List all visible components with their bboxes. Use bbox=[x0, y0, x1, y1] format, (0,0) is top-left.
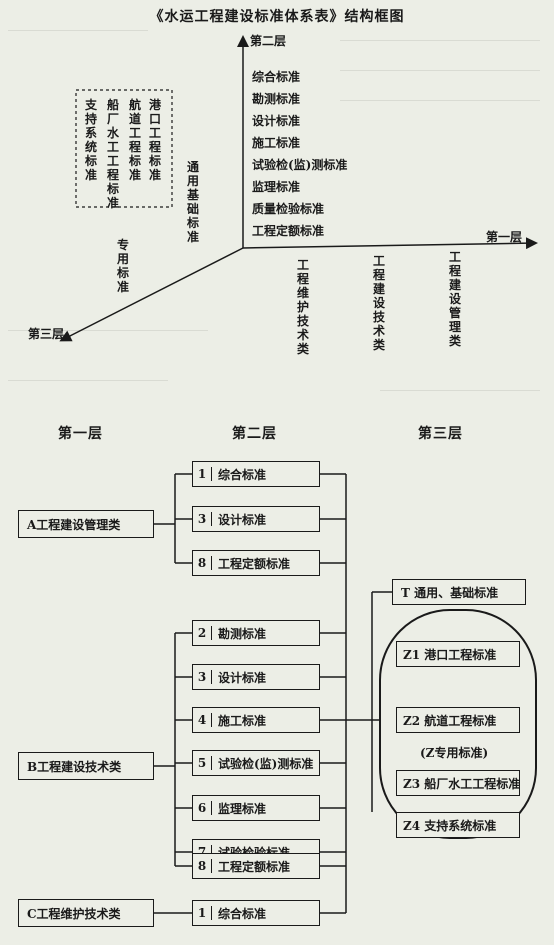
layer3-item: 专用标准 bbox=[116, 238, 129, 294]
box-number: 7 bbox=[193, 845, 212, 859]
layer2-list: 综合标准 勘测标准 设计标准 施工标准 试验检(监)测标准 监理标准 质量检验标… bbox=[252, 66, 347, 242]
col-header-layer1: 第一层 bbox=[58, 426, 103, 442]
z-box: Z2 航道工程标准 bbox=[396, 707, 520, 733]
z-box: Z1 港口工程标准 bbox=[396, 641, 520, 667]
layer2-box: 3 设计标准 bbox=[192, 506, 320, 532]
box-label: 监理标准 bbox=[218, 801, 267, 816]
dashed-box bbox=[75, 89, 173, 208]
z-oval bbox=[379, 609, 537, 839]
layer2-item: 勘测标准 bbox=[252, 92, 301, 106]
t-box: T 通用、基础标准 bbox=[392, 579, 526, 605]
box-label: 设计标准 bbox=[218, 512, 267, 527]
box-number: 3 bbox=[193, 670, 212, 684]
dashed-col: 航道工程标准 bbox=[128, 98, 141, 182]
group-c-box: C工程维护技术类 bbox=[18, 899, 154, 927]
group-c-label: C工程维护技术类 bbox=[27, 906, 121, 921]
layer2-box: 4 施工标准 bbox=[192, 707, 320, 733]
layer2-item: 综合标准 bbox=[252, 70, 301, 84]
z-box-label: Z2 航道工程标准 bbox=[403, 713, 497, 728]
box-label: 施工标准 bbox=[218, 713, 267, 728]
layer2-box: 1 综合标准 bbox=[192, 900, 320, 926]
box-number: 4 bbox=[193, 713, 212, 727]
z-box-label: Z4 支持系统标准 bbox=[403, 818, 497, 833]
z-box: Z4 支持系统标准 bbox=[396, 812, 520, 838]
t-box-label: T 通用、基础标准 bbox=[401, 585, 499, 600]
layer2-box: 1 综合标准 bbox=[192, 461, 320, 487]
box-label: 勘测标准 bbox=[218, 626, 267, 641]
layer2-box: 8 工程定额标准 bbox=[192, 853, 320, 879]
layer2-item: 监理标准 bbox=[252, 180, 301, 194]
box-number: 1 bbox=[193, 906, 212, 920]
box-label: 综合标准 bbox=[218, 467, 267, 482]
layer2-box: 3 设计标准 bbox=[192, 664, 320, 690]
group-b-box: B工程建设技术类 bbox=[18, 752, 154, 780]
group-a-label: A工程建设管理类 bbox=[27, 517, 121, 532]
box-number: 2 bbox=[193, 626, 212, 640]
layer2-box: 6 监理标准 bbox=[192, 795, 320, 821]
dashed-col: 船厂水工工程标准 bbox=[106, 98, 119, 210]
layer2-item: 质量检验标准 bbox=[252, 202, 325, 216]
box-label: 试验检(监)测标准 bbox=[218, 756, 314, 771]
col-header-layer2: 第二层 bbox=[232, 426, 277, 442]
group-a-box: A工程建设管理类 bbox=[18, 510, 154, 538]
layer1-item: 工程建设管理类 bbox=[448, 250, 461, 348]
axis-layer1-label: 第一层 bbox=[486, 230, 523, 244]
box-number: 5 bbox=[193, 756, 212, 770]
z-box-label: Z1 港口工程标准 bbox=[403, 647, 497, 662]
z-box-label: Z3 船厂水工工程标准 bbox=[403, 776, 521, 791]
upper-title: 《水运工程建设标准体系表》结构框图 bbox=[149, 9, 405, 25]
z-group-label: (Z专用标准) bbox=[420, 746, 489, 760]
layer2-item: 设计标准 bbox=[252, 114, 301, 128]
layer2-box: 5 试验检(监)测标准 bbox=[192, 750, 320, 776]
axis-layer3-label: 第三层 bbox=[28, 327, 65, 341]
col-header-layer3: 第三层 bbox=[418, 426, 463, 442]
layer1-item: 工程维护技术类 bbox=[296, 258, 309, 356]
box-label: 工程定额标准 bbox=[218, 859, 291, 874]
box-label: 综合标准 bbox=[218, 906, 267, 921]
box-label: 工程定额标准 bbox=[218, 556, 291, 571]
box-number: 8 bbox=[193, 859, 212, 873]
layer2-item: 试验检(监)测标准 bbox=[252, 158, 348, 172]
group-b-label: B工程建设技术类 bbox=[27, 759, 122, 774]
layer2-box: 8 工程定额标准 bbox=[192, 550, 320, 576]
z-box: Z3 船厂水工工程标准 bbox=[396, 770, 520, 796]
box-number: 3 bbox=[193, 512, 212, 526]
layer3-item: 通用基础标准 bbox=[186, 160, 199, 244]
box-number: 8 bbox=[193, 556, 212, 570]
layer2-box: 2 勘测标准 bbox=[192, 620, 320, 646]
dashed-col: 支持系统标准 bbox=[84, 98, 97, 182]
axis-layer1 bbox=[242, 237, 538, 250]
layer1-item: 工程建设技术类 bbox=[372, 254, 385, 352]
box-number: 1 bbox=[193, 467, 212, 481]
box-number: 6 bbox=[193, 801, 212, 815]
layer2-item: 施工标准 bbox=[252, 136, 301, 150]
layer2-item: 工程定额标准 bbox=[252, 224, 325, 238]
axis-layer2-label: 第二层 bbox=[250, 34, 287, 48]
axis-layer3 bbox=[59, 247, 244, 342]
dashed-col: 港口工程标准 bbox=[148, 98, 161, 182]
box-label: 设计标准 bbox=[218, 670, 267, 685]
